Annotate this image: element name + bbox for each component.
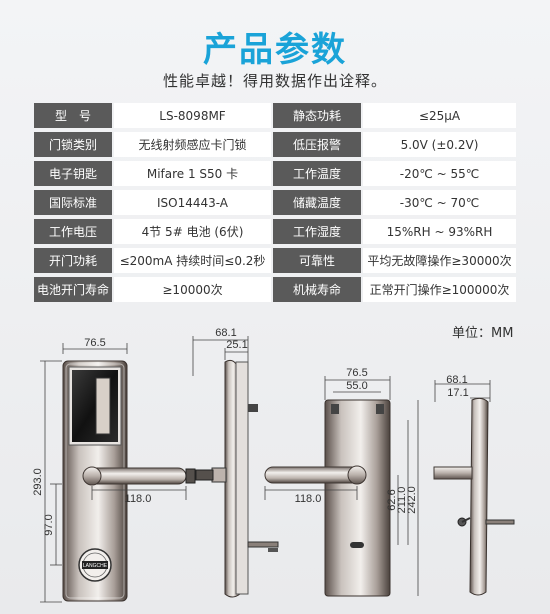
spec-value: 15%RH ~ 93%RH bbox=[363, 219, 516, 244]
dim-back-h1: 62.6 bbox=[386, 489, 398, 510]
spec-label: 电子钥匙 bbox=[34, 161, 112, 186]
spec-label: 储藏温度 bbox=[273, 190, 361, 215]
page-subtitle: 性能卓越！得用数据作出诠释。 bbox=[162, 72, 387, 90]
dim-front-handle: 118.0 bbox=[125, 493, 152, 505]
dim-front-width: 76.5 bbox=[84, 337, 105, 349]
spec-label: 静态功耗 bbox=[273, 103, 361, 128]
page-title: 产品参数 bbox=[203, 30, 347, 70]
dimension-drawing: 76.5 293.0 97.0 118.0 LANGCHE 68.1 bbox=[32, 327, 515, 603]
dim-back-h3: 242.0 bbox=[406, 486, 418, 514]
spec-row: 电子钥匙 Mifare 1 S50 卡 工作温度 -20℃ ~ 55℃ bbox=[34, 161, 516, 186]
spec-label: 工作电压 bbox=[34, 219, 112, 244]
spec-row: 国际标准 ISO14443-A 储藏温度 -30℃ ~ 70℃ bbox=[34, 190, 516, 215]
spec-label: 可靠性 bbox=[273, 248, 361, 273]
dim-side-depth: 68.1 bbox=[215, 327, 236, 339]
spec-value: 无线射频感应卡门锁 bbox=[114, 132, 271, 157]
front-view: 76.5 293.0 97.0 118.0 LANGCHE bbox=[32, 337, 196, 603]
spec-value: ISO14443-A bbox=[114, 190, 271, 215]
dim-front-lower: 97.0 bbox=[43, 514, 55, 535]
spec-value: 4节 5# 电池 (6伏) bbox=[114, 219, 271, 244]
spec-row: 电池开门寿命 ≥10000次 机械寿命 正常开门操作≥100000次 bbox=[34, 277, 516, 302]
spec-row: 型 号 LS-8098MF 静态功耗 ≤25μA bbox=[34, 103, 516, 128]
dim-back-width: 76.5 bbox=[346, 367, 367, 379]
side-view-back: 68.1 17.1 bbox=[433, 374, 515, 596]
spec-value: -20℃ ~ 55℃ bbox=[363, 161, 516, 186]
spec-label: 工作温度 bbox=[273, 161, 361, 186]
spec-value: ≤25μA bbox=[363, 103, 516, 128]
brand-logo: LANGCHE bbox=[83, 563, 108, 569]
spec-label: 型 号 bbox=[34, 103, 112, 128]
dim-side2-depth: 68.1 bbox=[446, 374, 467, 386]
dim-side-inner: 25.1 bbox=[226, 339, 247, 351]
spec-label: 门锁类别 bbox=[34, 132, 112, 157]
spec-value: Mifare 1 S50 卡 bbox=[114, 161, 271, 186]
spec-value: ≥10000次 bbox=[114, 277, 271, 302]
spec-label: 国际标准 bbox=[34, 190, 112, 215]
side-view-front: 68.1 25.1 bbox=[192, 327, 279, 598]
unit-label: 单位：MM bbox=[452, 326, 514, 341]
spec-value: 5.0V (±0.2V) bbox=[363, 132, 516, 157]
spec-value: 正常开门操作≥100000次 bbox=[363, 277, 516, 302]
spec-label: 开门功耗 bbox=[34, 248, 112, 273]
spec-table: 型 号 LS-8098MF 静态功耗 ≤25μA 门锁类别 无线射频感应卡门锁 … bbox=[34, 103, 516, 306]
back-view: 76.5 55.0 118.0 62.6 211.0 242.0 bbox=[264, 367, 419, 597]
spec-label: 工作湿度 bbox=[273, 219, 361, 244]
dim-back-handle: 118.0 bbox=[295, 493, 322, 505]
dim-back-h2: 211.0 bbox=[396, 487, 408, 514]
spec-row: 开门功耗 ≤200mA 持续时间≤0.2秒 可靠性 平均无故障操作≥30000次 bbox=[34, 248, 516, 273]
dim-back-inner: 55.0 bbox=[346, 380, 367, 392]
dim-side2-inner: 17.1 bbox=[447, 387, 468, 399]
dim-front-height: 293.0 bbox=[32, 468, 44, 496]
spec-row: 工作电压 4节 5# 电池 (6伏) 工作湿度 15%RH ~ 93%RH bbox=[34, 219, 516, 244]
spec-value: LS-8098MF bbox=[114, 103, 271, 128]
spec-value: -30℃ ~ 70℃ bbox=[363, 190, 516, 215]
spec-label: 电池开门寿命 bbox=[34, 277, 112, 302]
spec-row: 门锁类别 无线射频感应卡门锁 低压报警 5.0V (±0.2V) bbox=[34, 132, 516, 157]
spec-value: 平均无故障操作≥30000次 bbox=[363, 248, 516, 273]
spec-value: ≤200mA 持续时间≤0.2秒 bbox=[114, 248, 271, 273]
spec-label: 机械寿命 bbox=[273, 277, 361, 302]
spec-label: 低压报警 bbox=[273, 132, 361, 157]
